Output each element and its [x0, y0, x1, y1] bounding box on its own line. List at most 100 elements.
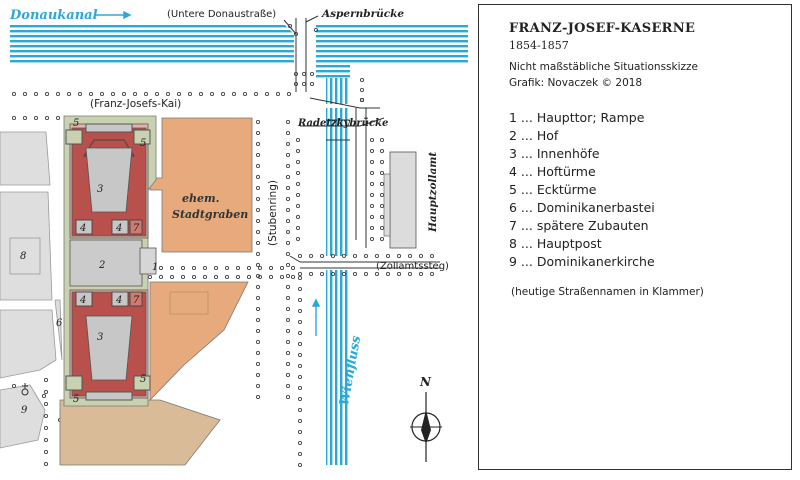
- tree-dot: [359, 87, 365, 93]
- tree-dot: [33, 115, 39, 121]
- tree-dot: [255, 361, 261, 367]
- num-5-a: 5: [73, 118, 79, 129]
- tree-dot: [275, 91, 281, 97]
- north-arrow: [410, 392, 442, 462]
- tree-dot: [88, 91, 94, 97]
- num-4-a: 4: [79, 223, 86, 234]
- tree-dot: [285, 251, 291, 257]
- tree-dot: [297, 319, 303, 325]
- tree-dot: [255, 240, 261, 246]
- num-2: 2: [98, 260, 105, 271]
- lower-annex: [169, 291, 209, 315]
- tree-dot: [231, 91, 237, 97]
- num-3-lower: 3: [97, 332, 103, 343]
- legend-item: 5 ... Ecktürme: [509, 182, 597, 197]
- tree-dot: [255, 196, 261, 202]
- legend-years: 1854-1857: [509, 39, 569, 52]
- tree-dot: [429, 253, 435, 259]
- tree-dot: [158, 274, 164, 280]
- tree-dot: [295, 192, 301, 198]
- tree-dot: [255, 262, 261, 268]
- tree-dot: [255, 295, 261, 301]
- tree-dot: [279, 265, 285, 271]
- tree-dot: [286, 91, 292, 97]
- tree-dot: [293, 81, 299, 87]
- tree-dot: [297, 385, 303, 391]
- tree-dot: [295, 181, 301, 187]
- tree-dot: [169, 274, 175, 280]
- legend-item: 9 ... Dominikanerkirche: [509, 254, 655, 269]
- tree-dot: [297, 330, 303, 336]
- legend-item: 4 ... Hoftürme: [509, 164, 596, 179]
- tree-dot: [369, 170, 375, 176]
- tree-dot: [319, 253, 325, 259]
- tree-dot: [369, 159, 375, 165]
- tree-dot: [379, 181, 385, 187]
- tree-dot: [285, 306, 291, 312]
- later-additions: [129, 219, 143, 307]
- tree-dot: [255, 119, 261, 125]
- tree-dot: [255, 328, 261, 334]
- tree-dot: [209, 91, 215, 97]
- tree-dot: [308, 271, 314, 277]
- tree-dot: [66, 91, 72, 97]
- num-5-c: 5: [73, 394, 79, 405]
- tree-dot: [295, 148, 301, 154]
- label-aspernbruecke: Aspernbrücke: [321, 8, 404, 20]
- legend-item: 1 ... Haupttor; Rampe: [509, 110, 645, 125]
- main-courtyard: [69, 239, 143, 287]
- tree-dot: [41, 393, 47, 399]
- tree-dot: [158, 265, 164, 271]
- num-8: 8: [20, 251, 26, 262]
- road-lines: [283, 15, 440, 269]
- tree-dot: [176, 91, 182, 97]
- tree-dot: [285, 240, 291, 246]
- tree-dot: [285, 152, 291, 158]
- tree-dot: [279, 274, 285, 280]
- tree-dot: [43, 461, 49, 467]
- tree-dot: [43, 425, 49, 431]
- tree-dot: [297, 407, 303, 413]
- legend-title: FRANZ-JOSEF-KASERNE: [509, 21, 696, 36]
- tree-dot: [255, 141, 261, 147]
- tree-dot: [359, 77, 365, 83]
- tree-dot: [235, 274, 241, 280]
- tree-dot: [319, 271, 325, 277]
- tree-dot: [309, 71, 315, 77]
- num-4-b: 4: [115, 223, 122, 234]
- label-untere-donaustrasse: (Untere Donaustraße): [167, 9, 276, 20]
- tree-dot: [313, 27, 319, 33]
- tree-dot: [379, 148, 385, 154]
- wienfluss-water: [326, 108, 350, 465]
- label-franz-josefs-kai: (Franz-Josefs-Kai): [90, 98, 181, 110]
- tree-dot: [220, 91, 226, 97]
- tree-dot: [255, 350, 261, 356]
- tree-dot: [295, 159, 301, 165]
- tree-dot: [290, 265, 296, 271]
- tree-dot: [379, 170, 385, 176]
- tree-dot: [255, 163, 261, 169]
- label-stadtgraben-1: ehem.: [182, 192, 220, 205]
- tree-dot: [285, 383, 291, 389]
- tree-dot: [143, 91, 149, 97]
- tree-dot: [287, 23, 293, 29]
- tree-dot: [295, 236, 301, 242]
- tree-dot: [191, 265, 197, 271]
- tree-dot: [255, 251, 261, 257]
- tree-dot: [255, 383, 261, 389]
- tree-dot: [374, 253, 380, 259]
- tree-dot: [224, 265, 230, 271]
- tree-dot: [285, 119, 291, 125]
- tree-dot: [202, 274, 208, 280]
- tree-dot: [330, 253, 336, 259]
- tree-dot: [369, 236, 375, 242]
- tree-dot: [308, 253, 314, 259]
- legend-footnote: (heutige Straßennamen in Klammer): [511, 286, 704, 298]
- tree-dot: [99, 91, 105, 97]
- tree-dot: [285, 229, 291, 235]
- tree-dot: [309, 81, 315, 87]
- tree-dot: [297, 308, 303, 314]
- num-3-upper: 3: [97, 184, 103, 195]
- tree-dot: [121, 91, 127, 97]
- tree-dot: [407, 253, 413, 259]
